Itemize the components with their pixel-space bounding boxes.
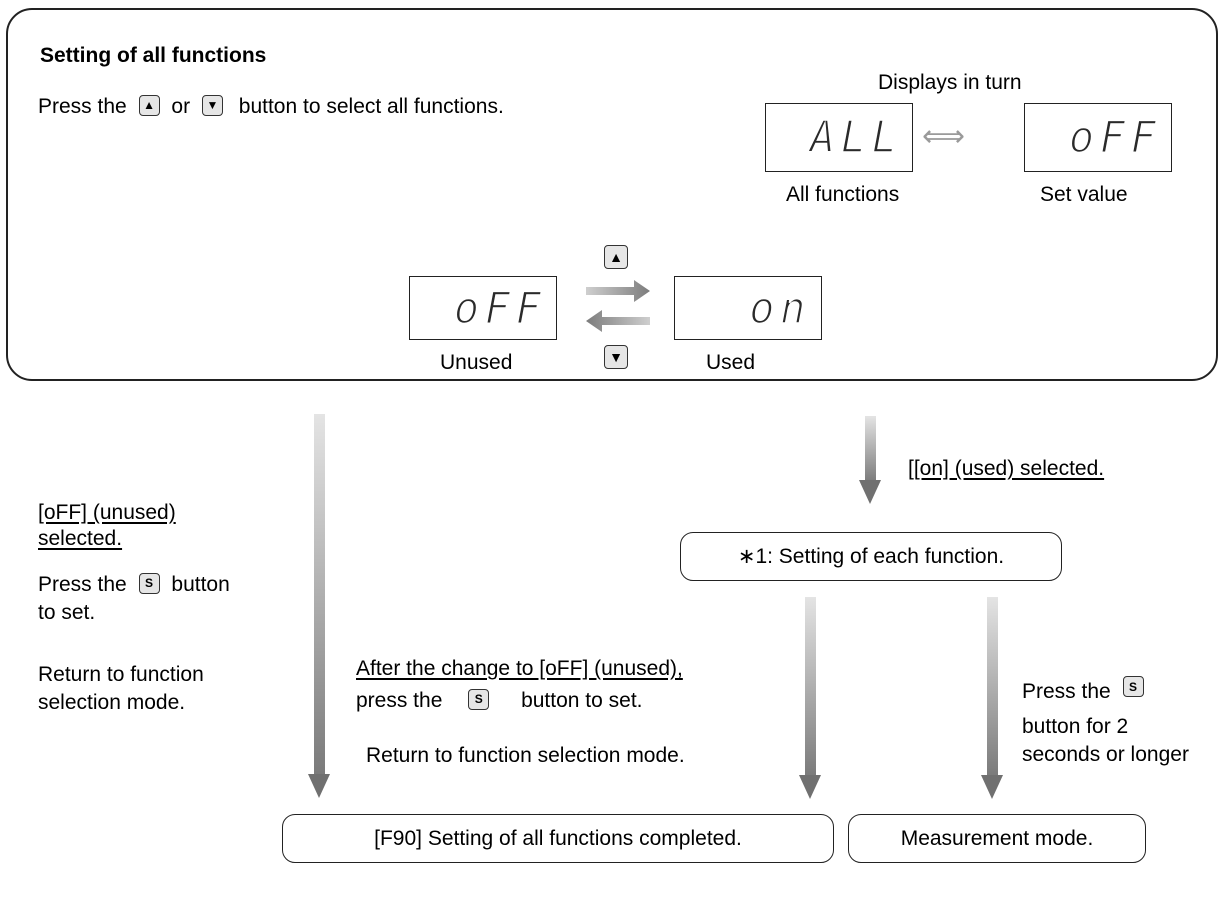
lcd-all-display: ALL	[765, 103, 913, 172]
all-functions-panel	[6, 8, 1218, 381]
unused-label: Unused	[440, 351, 513, 374]
settings-completed-box: [F90] Setting of all functions completed…	[282, 814, 834, 863]
used-label: Used	[706, 351, 756, 374]
right-press-line2: button for 2	[1022, 715, 1129, 738]
middle-press-post: button to set.	[521, 689, 643, 712]
set-button-icon: S	[138, 572, 160, 594]
left-press-pre: Press the	[38, 573, 127, 596]
down-button-icon: ▼	[604, 345, 628, 369]
middle-arrow-shaft	[805, 597, 816, 777]
each-function-box: ∗1: Setting of each function.	[680, 532, 1062, 581]
left-press-line2: to set.	[38, 601, 96, 624]
left-return-line2: selection mode.	[38, 691, 186, 714]
instruction-or: or	[171, 95, 191, 118]
middle-press-line: press the S button to set.	[356, 688, 643, 714]
middle-press-pre: press the	[356, 689, 443, 712]
lcd-all-text: ALL	[809, 111, 902, 164]
measurement-mode-box: Measurement mode.	[848, 814, 1146, 863]
left-arrow-shaft	[314, 414, 325, 776]
alternate-arrow-icon: ⟺	[922, 120, 966, 153]
off-selected-line2: selected.	[38, 527, 123, 550]
left-press-line1: Press the S button	[38, 572, 230, 598]
on-arrow-head	[859, 480, 881, 504]
lcd-set-value-display: oFF	[1024, 103, 1172, 172]
all-functions-label: All functions	[786, 183, 900, 206]
middle-arrow-head	[799, 775, 821, 799]
after-change-line: After the change to [oFF] (unused),	[356, 657, 683, 680]
select-instruction: Press the ▲ or ▼ button to select all fu…	[38, 94, 504, 120]
right-arrow-head	[981, 775, 1003, 799]
middle-return-text: Return to function selection mode.	[366, 744, 685, 767]
toggle-arrows-icon	[586, 280, 650, 332]
lcd-unused-text: oFF	[453, 282, 546, 335]
lcd-used-display: on	[674, 276, 822, 340]
right-press-pre: Press the	[1022, 680, 1111, 704]
up-button-icon: ▲	[604, 245, 628, 269]
off-selected-line1: [oFF] (unused)	[38, 501, 176, 524]
down-button-icon: ▼	[201, 94, 223, 116]
right-press-line3: seconds or longer	[1022, 743, 1189, 766]
lcd-used-text: on	[749, 282, 811, 335]
left-return-line1: Return to function	[38, 663, 204, 686]
set-button-icon: S	[1122, 676, 1144, 697]
left-press-post: button	[171, 573, 230, 596]
right-arrow-shaft	[987, 597, 998, 777]
lcd-unused-display: oFF	[409, 276, 557, 340]
set-value-label: Set value	[1040, 183, 1128, 206]
left-arrow-head	[308, 774, 330, 798]
set-button-icon: S	[468, 688, 490, 710]
instruction-pre: Press the	[38, 95, 127, 118]
right-press-line1: Press the S	[1022, 676, 1144, 709]
on-selected-label: [[on] (used) selected.	[908, 457, 1105, 480]
lcd-off-text: oFF	[1068, 111, 1161, 164]
displays-in-turn-label: Displays in turn	[878, 71, 1022, 94]
panel-title: Setting of all functions	[40, 44, 267, 67]
up-button-icon: ▲	[138, 94, 160, 116]
instruction-post: button to select all functions.	[238, 95, 504, 118]
on-arrow-shaft	[865, 416, 876, 482]
